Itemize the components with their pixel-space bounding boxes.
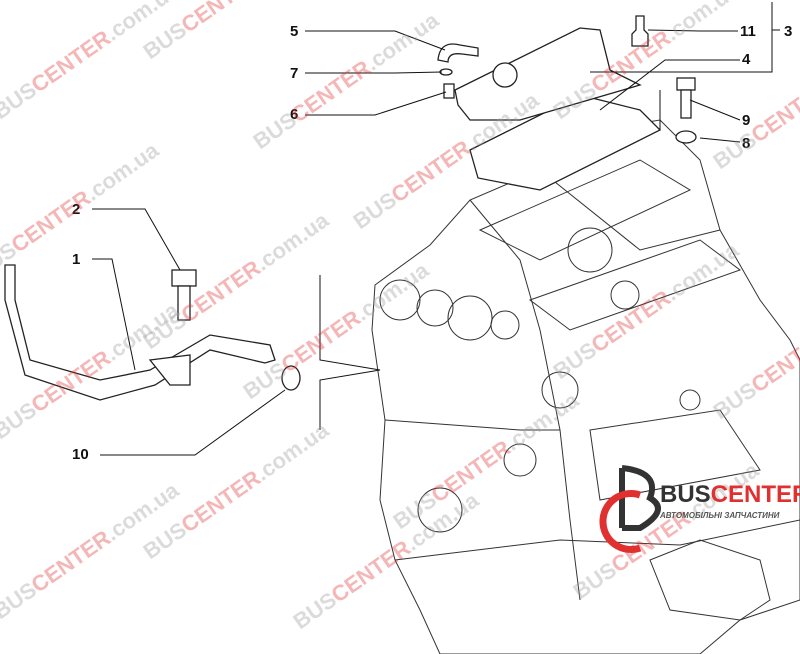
callout-9: 9 — [742, 112, 750, 129]
callout-8: 8 — [742, 135, 750, 152]
callout-11: 11 — [740, 23, 756, 40]
callout-3: 3 — [784, 23, 792, 40]
watermark-text: BUSCENTER.com.ua — [569, 457, 764, 604]
watermark-text: BUSCENTER.com.ua — [0, 0, 184, 124]
pipe — [4, 264, 276, 401]
watermark-text: BUSCENTER.com.ua — [389, 387, 584, 534]
watermark-text: BUSCENTER.com.ua — [709, 27, 800, 174]
callout-5: 5 — [290, 23, 298, 40]
callout-10: 10 — [72, 446, 89, 463]
watermark-text: BUSCENTER.com.ua — [0, 137, 164, 284]
watermarks: BUSCENTER.com.uaBUSCENTER.com.uaBUSCENTE… — [0, 0, 800, 634]
watermark-text: BUSCENTER.com.ua — [139, 207, 334, 354]
callout-7: 7 — [290, 65, 298, 82]
callout-4: 4 — [742, 51, 751, 68]
watermark-text: BUSCENTER.com.ua — [249, 7, 444, 154]
svg-text:АВТОМОБІЛЬНІ ЗАПЧАСТИНИ: АВТОМОБІЛЬНІ ЗАПЧАСТИНИ — [659, 511, 780, 520]
watermark-text: BUSCENTER.com.ua — [139, 0, 334, 64]
valve-cover — [454, 27, 642, 121]
callout-6: 6 — [290, 106, 298, 123]
leader-lines — [92, 2, 780, 456]
breather-hose — [437, 43, 479, 63]
watermark-text: BUSCENTER.com.ua — [289, 487, 484, 634]
svg-text:BUSCENTER: BUSCENTER — [660, 481, 800, 508]
buscenter-logo: BUSCENTER АВТОМОБІЛЬНІ ЗАПЧАСТИНИ — [599, 465, 800, 621]
watermark-text: BUSCENTER.com.ua — [239, 257, 434, 404]
watermark-text: BUSCENTER.com.ua — [709, 277, 800, 424]
engine-block — [371, 119, 800, 654]
callout-2: 2 — [72, 201, 80, 218]
callout-1: 1 — [72, 251, 80, 268]
